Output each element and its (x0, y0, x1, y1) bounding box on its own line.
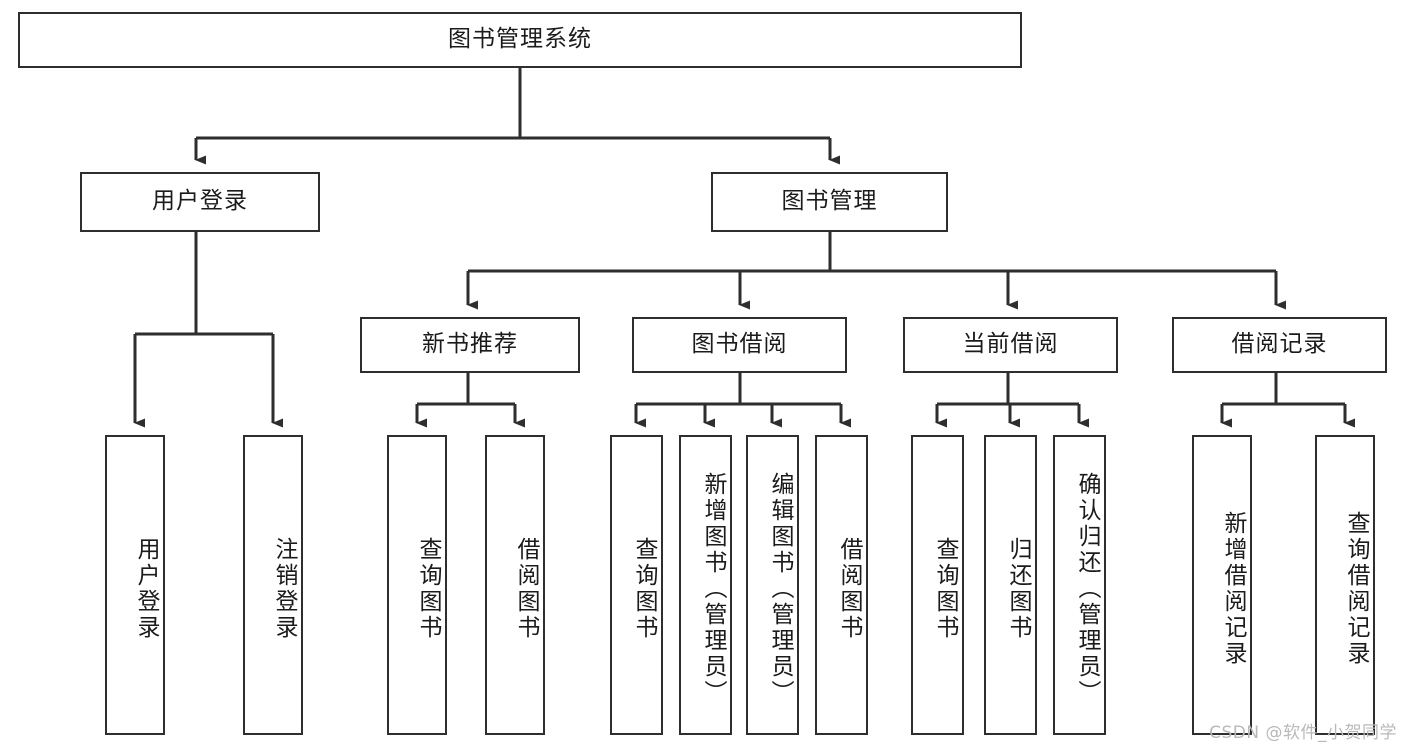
node-borrow-record-label: 借阅记录 (1231, 331, 1328, 358)
node-leaf-user-login-label: 用户登录 (133, 537, 159, 641)
node-current-borrow-label: 当前借阅 (962, 331, 1059, 358)
node-book-borrow-label: 图书借阅 (691, 331, 788, 358)
node-leaf-query-book-3-label: 查询图书 (932, 537, 958, 641)
node-leaf-borrow-book-2-label: 借阅图书 (836, 537, 862, 641)
node-leaf-return-book-label: 归还图书 (1005, 537, 1031, 641)
node-current-borrow[interactable]: 当前借阅 (903, 317, 1118, 373)
node-leaf-borrow-book-1[interactable]: 借阅图书 (485, 435, 545, 735)
node-book-borrow[interactable]: 图书借阅 (632, 317, 847, 373)
node-user-login-label: 用户登录 (152, 188, 248, 215)
node-new-book-recommend[interactable]: 新书推荐 (360, 317, 580, 373)
node-leaf-query-borrow-record[interactable]: 查询借阅记录 (1315, 435, 1375, 735)
node-new-book-recommend-label: 新书推荐 (422, 331, 518, 358)
node-leaf-query-book-2[interactable]: 查询图书 (610, 435, 663, 735)
node-leaf-query-borrow-record-label: 查询借阅记录 (1343, 511, 1369, 667)
node-leaf-confirm-return-admin-label: 确认归还（管理员） (1074, 472, 1100, 706)
node-leaf-query-book-1[interactable]: 查询图书 (387, 435, 447, 735)
node-root-system[interactable]: 图书管理系统 (18, 12, 1022, 68)
node-leaf-add-borrow-record-label: 新增借阅记录 (1220, 511, 1246, 667)
node-borrow-record[interactable]: 借阅记录 (1172, 317, 1387, 373)
node-leaf-borrow-book-1-label: 借阅图书 (513, 537, 539, 641)
node-leaf-edit-book-admin-label: 编辑图书（管理员） (767, 472, 793, 706)
node-leaf-query-book-2-label: 查询图书 (631, 537, 657, 641)
node-root-label: 图书管理系统 (448, 26, 592, 53)
node-book-management-label: 图书管理 (781, 188, 878, 215)
node-leaf-confirm-return-admin[interactable]: 确认归还（管理员） (1053, 435, 1106, 735)
node-leaf-logout-login[interactable]: 注销登录 (243, 435, 303, 735)
node-leaf-user-login[interactable]: 用户登录 (105, 435, 165, 735)
node-leaf-return-book[interactable]: 归还图书 (984, 435, 1037, 735)
node-leaf-borrow-book-2[interactable]: 借阅图书 (815, 435, 868, 735)
node-leaf-edit-book-admin[interactable]: 编辑图书（管理员） (746, 435, 799, 735)
node-leaf-logout-login-label: 注销登录 (271, 537, 297, 641)
node-leaf-add-book-admin-label: 新增图书（管理员） (700, 472, 726, 706)
node-leaf-query-book-3[interactable]: 查询图书 (911, 435, 964, 735)
node-leaf-add-borrow-record[interactable]: 新增借阅记录 (1192, 435, 1252, 735)
node-leaf-add-book-admin[interactable]: 新增图书（管理员） (679, 435, 732, 735)
node-user-login[interactable]: 用户登录 (80, 172, 320, 232)
node-leaf-query-book-1-label: 查询图书 (415, 537, 441, 641)
node-book-management[interactable]: 图书管理 (711, 172, 948, 232)
